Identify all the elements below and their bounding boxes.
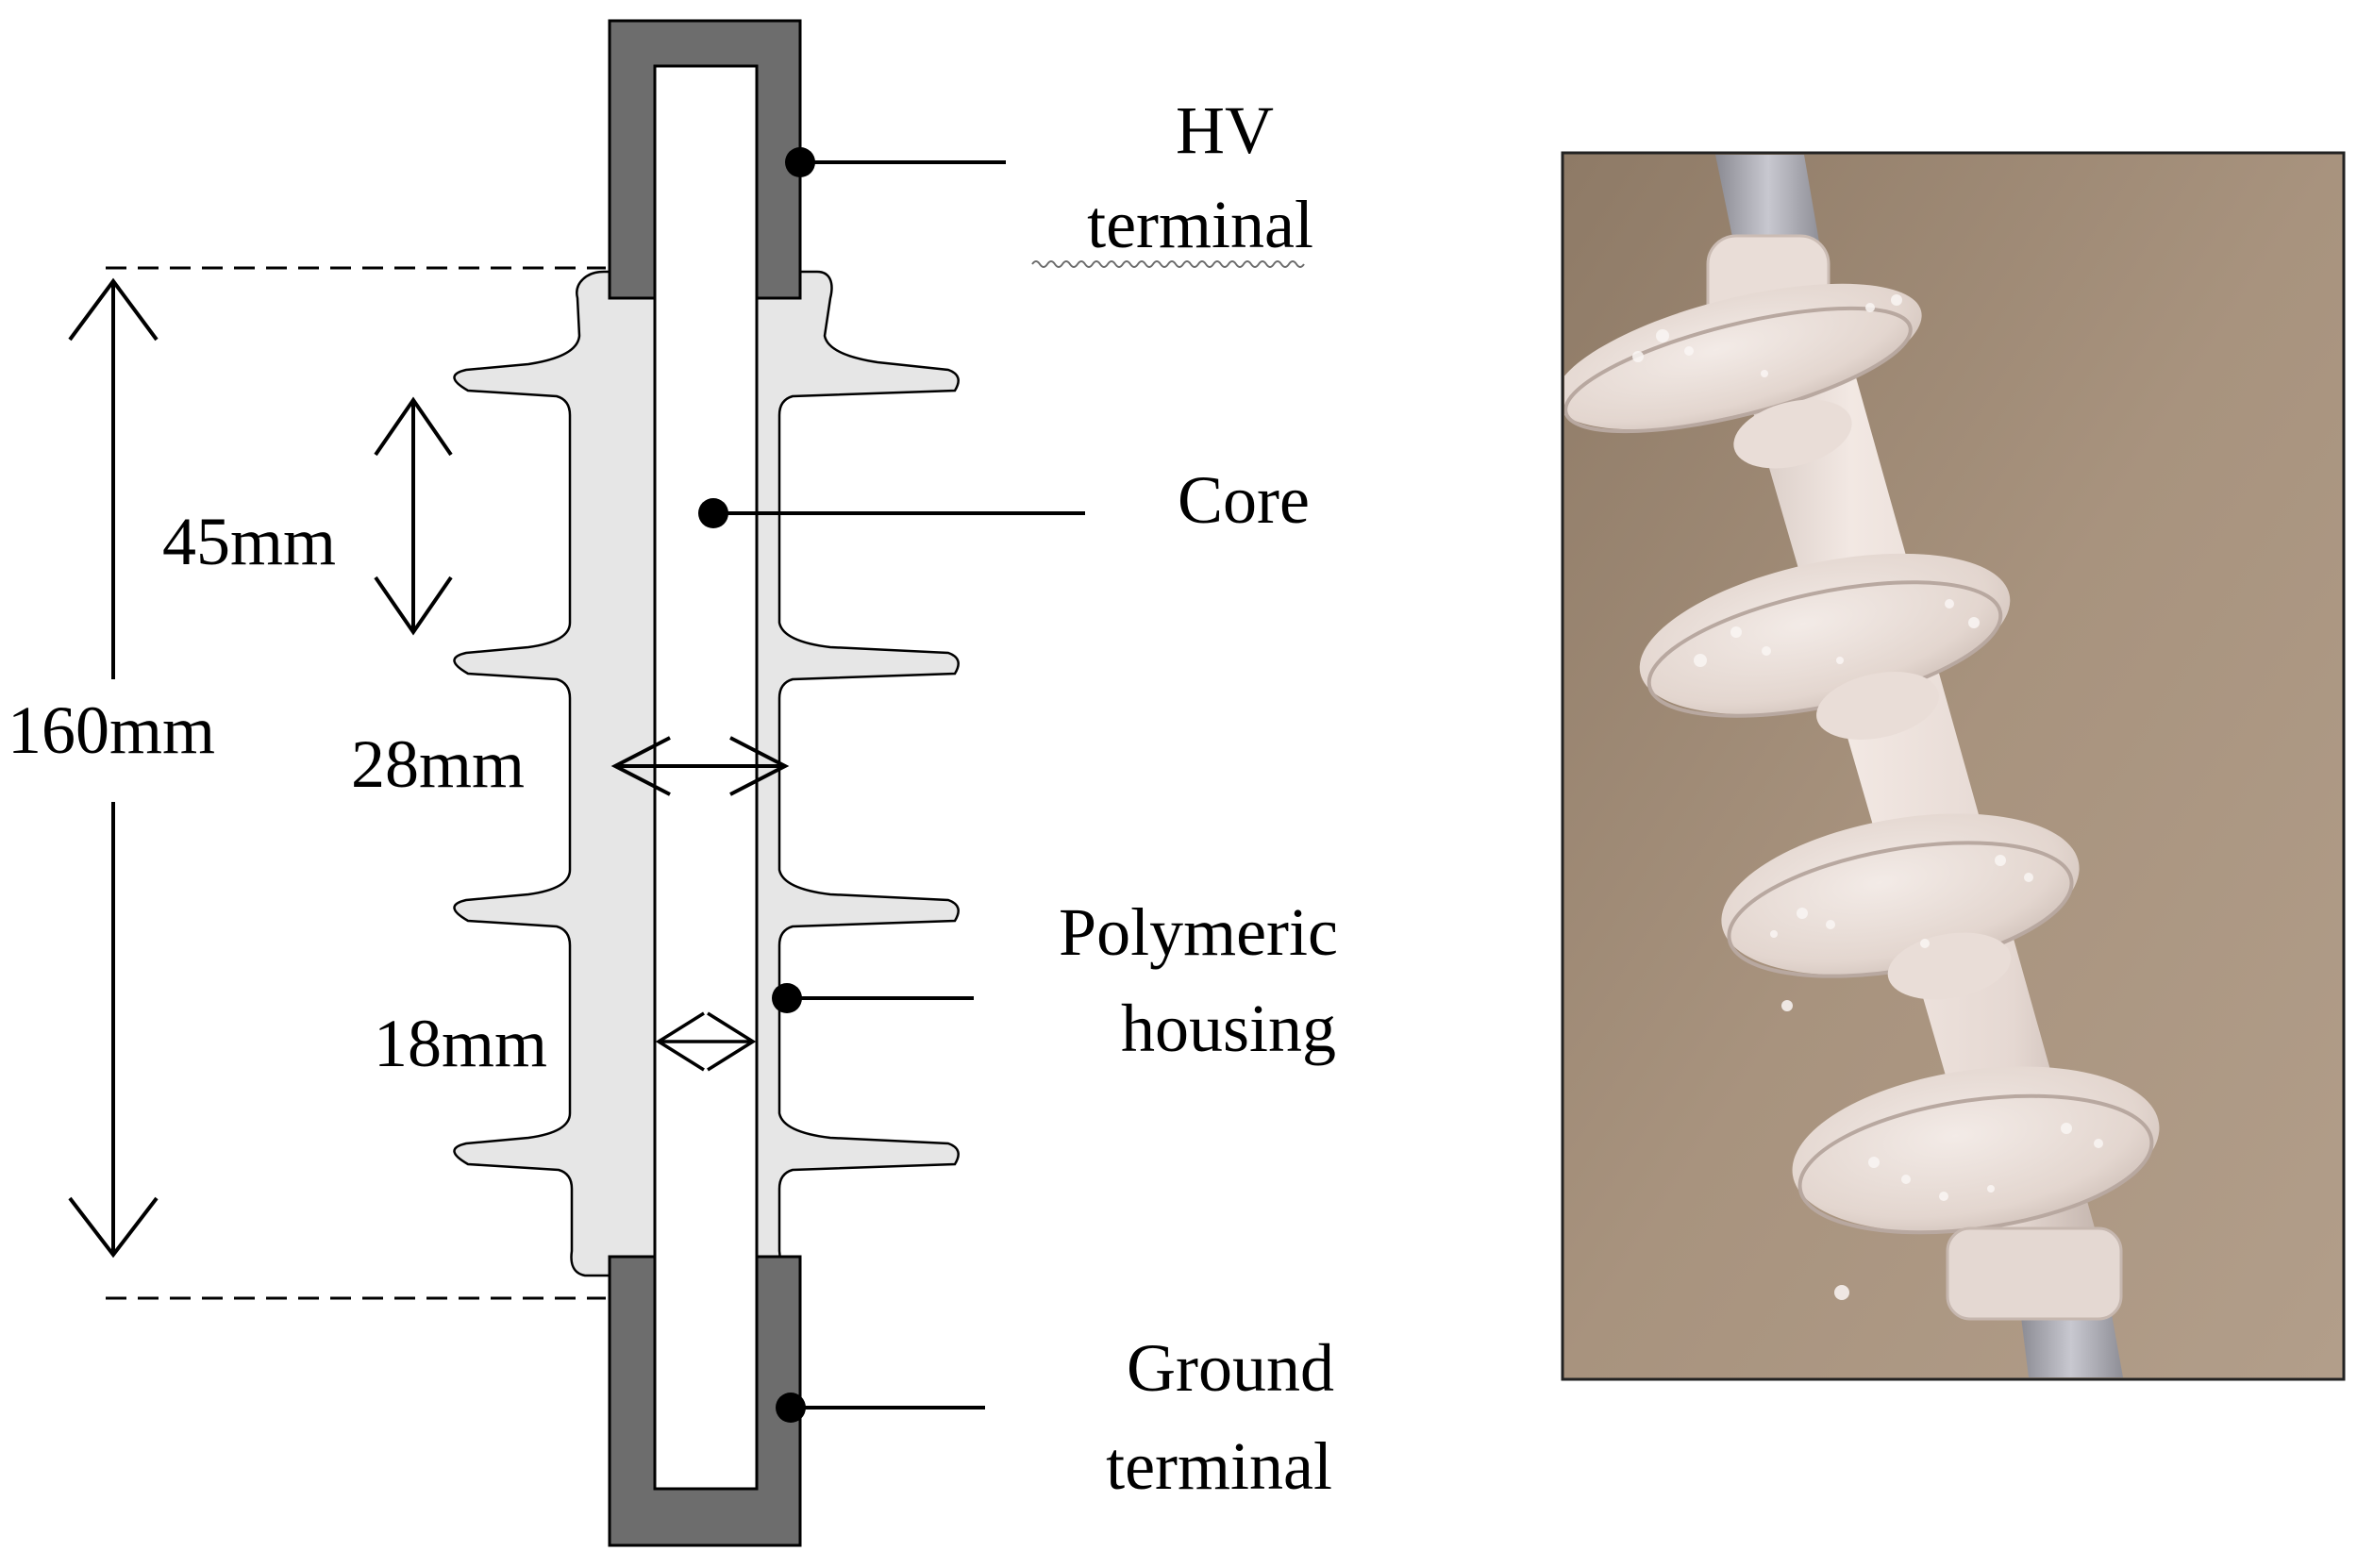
- leader-hv-terminal: [785, 147, 1006, 177]
- label-polymeric: Polymeric: [1059, 894, 1338, 970]
- leader-polymeric-housing: [772, 983, 974, 1013]
- label-160mm: 160mm: [8, 692, 215, 768]
- insulator-photo: [1561, 151, 2346, 1381]
- label-18mm: 18mm: [374, 1006, 547, 1081]
- photo-shaft: [1708, 253, 2115, 1309]
- label-45mm: 45mm: [162, 504, 336, 579]
- label-core: Core: [1178, 462, 1310, 538]
- label-ground: Ground: [1127, 1330, 1334, 1406]
- label-ground-terminal: terminal: [1106, 1428, 1332, 1504]
- label-28mm: 28mm: [351, 726, 525, 802]
- ground-terminal-cap: [608, 1255, 802, 1547]
- photo-shed-1: [1564, 283, 1922, 469]
- core-rod: [653, 64, 759, 1491]
- schematic: 160mm 45mm 28mm 18mm HV terminal Core Po…: [8, 19, 1338, 1547]
- dimension-arrow-28mm: [610, 736, 790, 796]
- dimension-arrow-18mm: [655, 1011, 757, 1072]
- photo-shed-3: [1721, 813, 2080, 1000]
- dimension-arrow-45mm: [374, 396, 453, 636]
- label-hv-terminal: terminal: [1087, 187, 1313, 262]
- photo-shed-2: [1639, 553, 2011, 740]
- leader-ground-terminal: [776, 1393, 985, 1423]
- leader-core: [698, 498, 1085, 528]
- label-hv: HV: [1176, 92, 1274, 168]
- hv-terminal-cap: [608, 19, 802, 300]
- spellcheck-underline: [1031, 260, 1305, 268]
- label-housing: housing: [1121, 991, 1336, 1066]
- photo-bottom-end-fitting: [2019, 1302, 2123, 1377]
- dimension-arrow-160mm: [68, 277, 159, 1259]
- photo-bottom-collar: [1946, 1226, 2123, 1321]
- photo-water-droplets: [1632, 294, 2103, 1300]
